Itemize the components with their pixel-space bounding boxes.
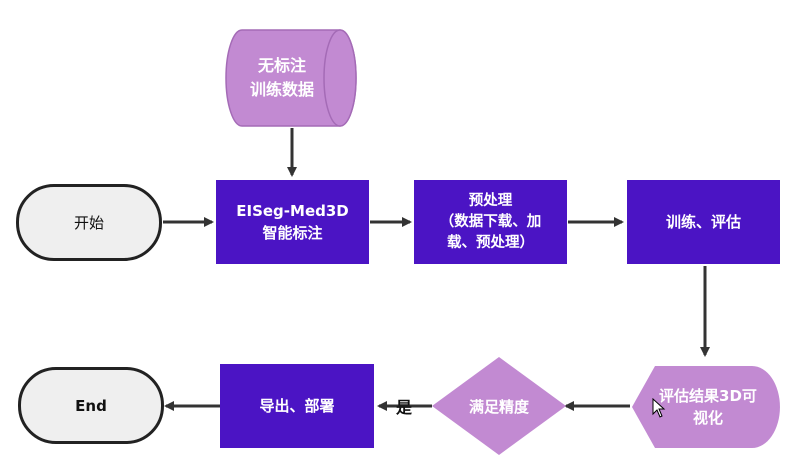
end-terminal: End xyxy=(18,367,164,444)
export-deploy-label: 导出、部署 xyxy=(259,397,335,415)
export-deploy-node: 导出、部署 xyxy=(220,364,374,448)
visualize-label: 评估结果3D可 视化 xyxy=(659,387,757,427)
preprocess-label: 预处理 （数据下载、加 载、预处理） xyxy=(439,192,542,251)
visualize-node: 评估结果3D可 视化 xyxy=(640,366,776,448)
accuracy-decision-shape xyxy=(432,357,566,455)
smart-annotation-label: EISeg-Med3D 智能标注 xyxy=(236,202,349,242)
visualize-display-shape xyxy=(632,366,780,448)
train-eval-node: 训练、评估 xyxy=(627,180,780,264)
mouse-cursor-icon xyxy=(652,398,666,418)
data-source-node: 无标注 训练数据 xyxy=(230,30,334,126)
yes-edge-label: 是 xyxy=(396,398,413,417)
start-label: 开始 xyxy=(73,214,104,232)
accuracy-label: 满足精度 xyxy=(468,397,529,416)
data-source-cylinder-shape xyxy=(225,29,357,127)
smart-annotation-node: EISeg-Med3D 智能标注 xyxy=(216,180,369,264)
train-eval-label: 训练、评估 xyxy=(665,213,741,231)
start-terminal: 开始 xyxy=(16,184,162,261)
end-label: End xyxy=(75,396,107,415)
accuracy-decision-node: 满足精度 xyxy=(440,386,558,426)
data-source-label: 无标注 训练数据 xyxy=(249,56,314,99)
preprocess-node: 预处理 （数据下载、加 载、预处理） xyxy=(414,180,567,264)
